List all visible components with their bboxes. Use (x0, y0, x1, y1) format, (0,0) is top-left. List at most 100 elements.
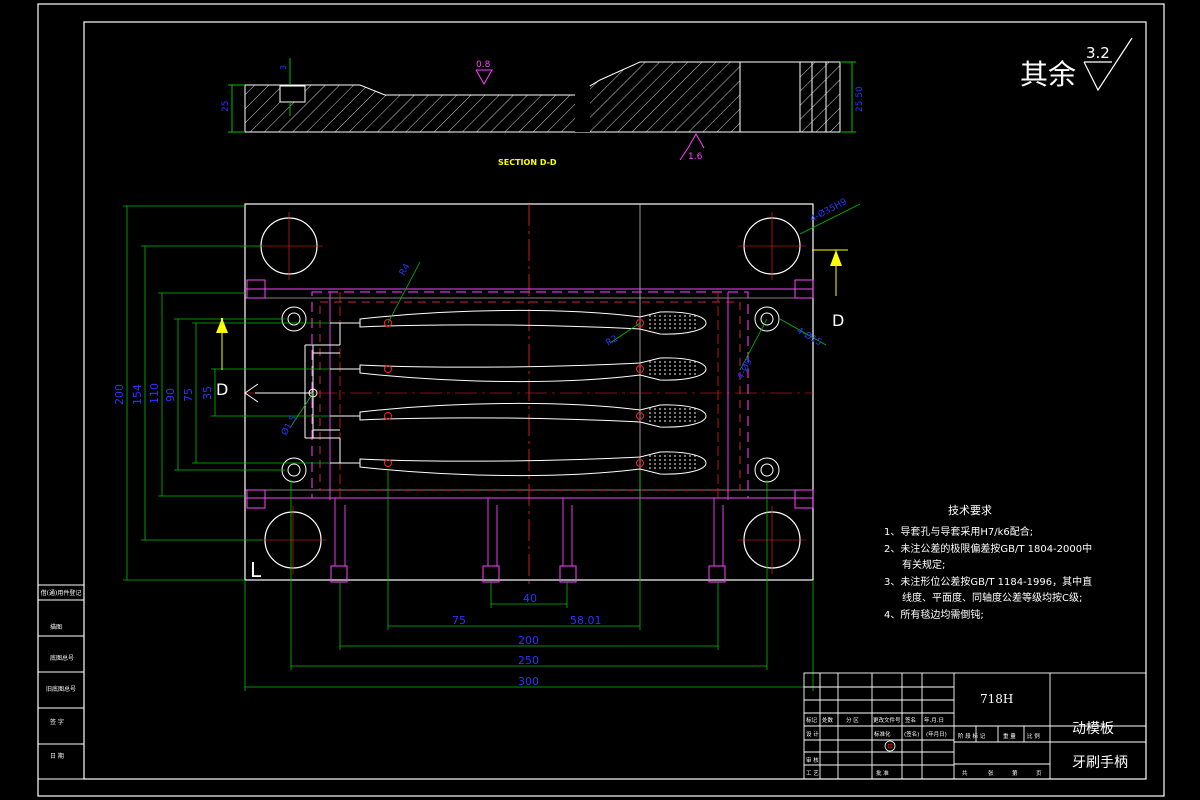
dim-h-40: 40 (523, 592, 537, 605)
section-dim-left: 25 (221, 101, 231, 112)
part-name: 动模板 (1072, 721, 1114, 737)
strip-label-register: 借(通)用件登记 (41, 589, 82, 597)
section-marker-right: D (812, 249, 848, 330)
gate-point (636, 412, 644, 420)
tb-weight: 重 量 (1003, 732, 1016, 740)
dim-h-300: 300 (518, 675, 539, 688)
leader-gate-a: R4 (398, 262, 413, 278)
section-title: SECTION D-D (498, 158, 557, 167)
tb-stage: 阶 段 标 记 (958, 732, 986, 740)
dim-h-58: 58.01 (570, 614, 602, 627)
strip-label-trace: 描图 (50, 623, 62, 631)
dim-h-200: 200 (518, 634, 539, 647)
tech-item-2b: 有关规定; (902, 558, 945, 571)
gate-point (384, 459, 392, 467)
tech-item-3: 3、未注形位公差按GB/T 1184-1996，其中直 (884, 575, 1092, 588)
surface-bottom: 1.6 (688, 152, 703, 162)
tb-design: 设 计 (806, 730, 819, 738)
dim-v-90: 90 (164, 388, 177, 402)
tb-header-mark: 标记 (806, 716, 818, 724)
tb-process: 工 艺 (806, 770, 819, 777)
insert-pocket (311, 291, 749, 499)
corner-mark: L (250, 558, 262, 582)
gate-point (636, 365, 644, 373)
strip-label-base: 底图总号 (50, 654, 74, 662)
plate-view: 200 154 110 90 75 35 40 75 58.01 200 25 (113, 196, 861, 691)
tb-header-date: 年.月.日 (924, 716, 944, 724)
roughness-check-icon (1083, 37, 1133, 92)
tb-standard: 标准化 (874, 730, 891, 738)
dim-v-110: 110 (148, 383, 161, 404)
tech-item-2: 2、未注公差的极限偏差按GB/T 1804-2000中 (884, 542, 1092, 555)
handle-outline (359, 357, 707, 383)
material: 718H (980, 692, 1013, 706)
tb-sheet-total: 共 (962, 769, 968, 777)
gate-point (636, 459, 644, 467)
strip-label-old-base: 旧底图总号 (46, 685, 76, 693)
handle-outline (359, 402, 707, 428)
leaders (289, 203, 861, 429)
tb-review: 审 核 (806, 756, 819, 764)
tech-requirements: 技术要求 1、导套孔与导套采用H7/k6配合; 2、未注公差的极限偏差按GB/T… (884, 504, 1092, 621)
strip-label-date: 日 期 (50, 752, 64, 760)
tb-header-sign: 签名 (905, 716, 916, 724)
dim-v-75: 75 (182, 388, 195, 402)
dim-v-35: 35 (201, 386, 214, 400)
roughness-note: 其余 3.2 (1020, 37, 1133, 92)
leader-guide-holes: 4-Ø35H9 (808, 196, 849, 225)
tb-approve: 批 准 (876, 769, 889, 777)
view-marker-left: D (216, 380, 228, 399)
tb-date-note: (年月日) (926, 730, 947, 738)
pin-holes (281, 306, 780, 483)
dim-v-154: 154 (131, 384, 144, 405)
left-strip: 借(通)用件登记 描图 底图总号 旧底图总号 签 字 日 期 (37, 584, 85, 780)
product-name: 牙刷手柄 (1072, 755, 1128, 771)
view-marker-right: D (832, 311, 844, 330)
tech-item-1: 1、导套孔与导套采用H7/k6配合; (884, 525, 1033, 538)
roughness-label: 其余 (1020, 58, 1076, 91)
gate-point (384, 412, 392, 420)
roughness-value: 3.2 (1086, 44, 1110, 62)
handle-outline (359, 309, 707, 335)
surface-top: 0.8 (476, 60, 491, 70)
tech-item-3b: 线度、平面度、同轴度公差等级均按C级; (902, 591, 1082, 604)
cooling-channels (245, 288, 813, 566)
tb-header-zone: 分 区 (846, 716, 859, 724)
title-block (803, 672, 1147, 780)
leader-pin-holes-2: 4-Ø9 (735, 357, 755, 382)
title-block-text: 718H 动模板 牙刷手柄 标记 处数 分 区 更改文件号 签名 年.月.日 设… (806, 692, 1128, 777)
surface-mark-top-icon (475, 69, 493, 86)
vertical-dims (123, 205, 330, 581)
gate-point (384, 319, 392, 327)
section-marker-left: D (216, 318, 228, 399)
dim-h-250: 250 (518, 654, 539, 667)
tb-sheet-page: 页 (1036, 770, 1042, 777)
outer-frame (37, 3, 1165, 797)
tb-header-doc: 更改文件号 (873, 716, 901, 724)
tech-item-4: 4、所有毯边均需倒钝; (884, 608, 984, 621)
strip-label-sign: 签 字 (50, 718, 64, 726)
tb-sign-note: (签名) (904, 730, 919, 738)
handle-outline (359, 451, 707, 477)
dim-h-75: 75 (452, 614, 466, 627)
gate-point (384, 365, 392, 373)
leader-pin-holes: 4-Ø15 (795, 325, 824, 348)
tb-sheet-no: 第 (1012, 769, 1018, 777)
section-dim-small: 3 (279, 65, 288, 70)
gate-point (636, 319, 644, 327)
dim-v-200: 200 (113, 384, 126, 405)
tb-sheet-unit: 张 (988, 769, 994, 777)
tech-title: 技术要求 (948, 504, 992, 517)
leader-gate-b: R2 (605, 334, 620, 349)
tb-scale: 比 例 (1027, 732, 1040, 740)
tb-header-count: 处数 (822, 716, 834, 724)
inner-frame (83, 21, 1147, 780)
section-dim-right: 25.50 (855, 86, 865, 112)
leader-gate-c: Ø1.5 (279, 413, 299, 437)
projection-symbol-icon (884, 740, 896, 752)
surface-mark-bottom-icon (687, 132, 705, 149)
section-view: 25 25.50 3 0.8 1.6 SECTION D-D (221, 58, 865, 167)
horizontal-dims (244, 470, 814, 691)
handle-cavities (359, 309, 707, 477)
